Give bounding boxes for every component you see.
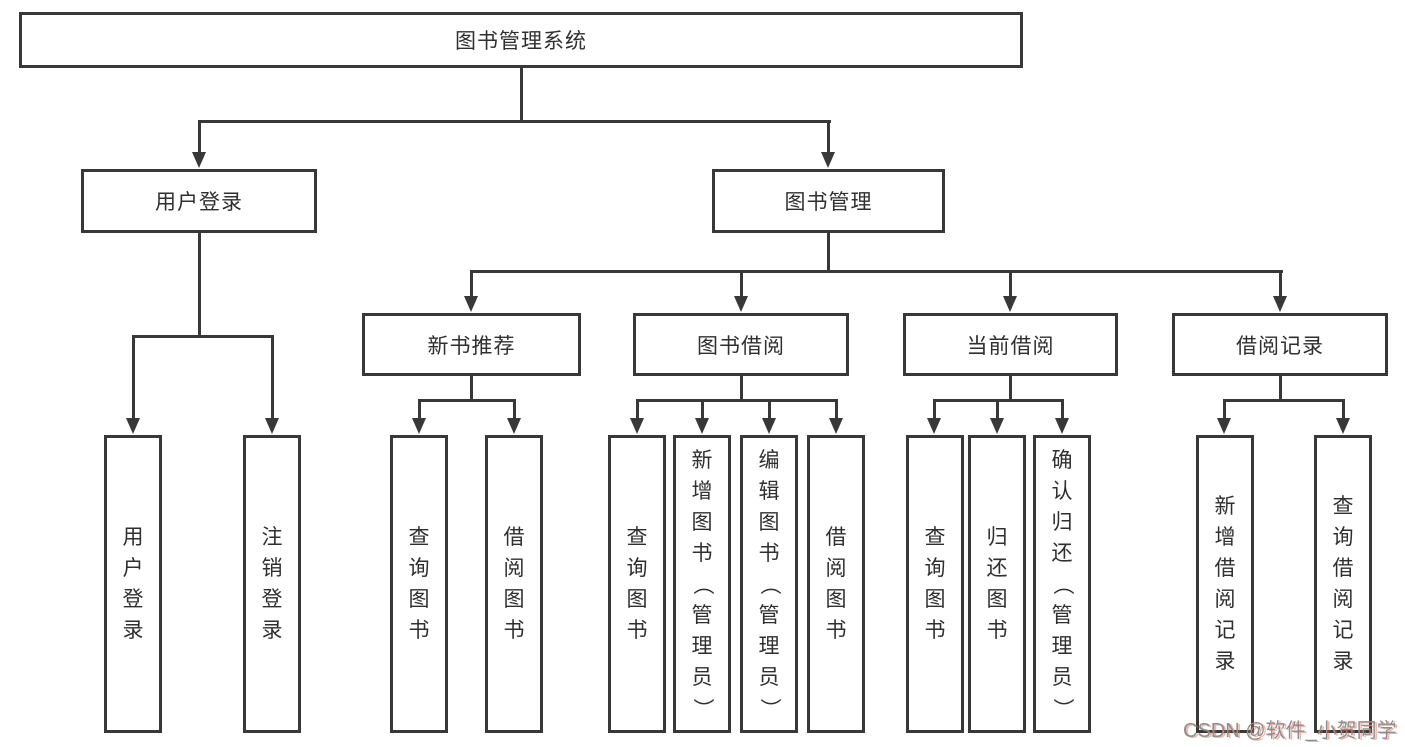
node-borrow-record: 借阅记录 bbox=[1172, 313, 1388, 376]
arrowhead bbox=[630, 418, 644, 434]
leaf-label: 查询图书 bbox=[408, 526, 430, 642]
node-label: 借阅记录 bbox=[1236, 334, 1324, 358]
leaf-query-book-recommend: 查询图书 bbox=[390, 435, 448, 733]
connector-line bbox=[198, 233, 201, 338]
connector-line bbox=[132, 335, 274, 338]
connector-line bbox=[1342, 399, 1345, 420]
leaf-label: 查询图书 bbox=[924, 526, 946, 642]
arrowhead bbox=[734, 296, 748, 312]
connector-line bbox=[740, 270, 743, 298]
arrowhead bbox=[1336, 418, 1350, 434]
connector-line bbox=[198, 120, 831, 123]
leaf-return-book: 归还图书 bbox=[968, 435, 1026, 733]
connector-line bbox=[835, 399, 838, 420]
leaf-confirm-return-admin: 确认归还（管理员） bbox=[1033, 435, 1091, 733]
connector-line bbox=[768, 399, 771, 420]
connector-line bbox=[701, 399, 704, 420]
arrowhead bbox=[1217, 418, 1231, 434]
arrowhead bbox=[829, 418, 843, 434]
connector-line bbox=[470, 270, 1283, 273]
arrowhead bbox=[265, 418, 279, 434]
node-label: 用户登录 bbox=[155, 191, 243, 214]
leaf-label: 归还图书 bbox=[986, 526, 1008, 642]
leaf-logout: 注销登录 bbox=[243, 435, 301, 733]
arrowhead bbox=[821, 152, 835, 168]
arrowhead bbox=[507, 418, 521, 434]
csdn-watermark: CSDN @软件_小贺同学 bbox=[1183, 720, 1397, 742]
connector-line bbox=[933, 399, 936, 420]
connector-line bbox=[132, 335, 135, 419]
arrowhead bbox=[1273, 296, 1287, 312]
leaf-query-borrow-record: 查询借阅记录 bbox=[1314, 435, 1372, 733]
arrowhead bbox=[990, 418, 1004, 434]
connector-line bbox=[1223, 399, 1226, 420]
arrowhead bbox=[126, 418, 140, 434]
leaf-label: 借阅图书 bbox=[503, 526, 525, 642]
connector-line bbox=[1009, 270, 1012, 298]
connector-line bbox=[636, 399, 837, 402]
connector-line bbox=[1279, 376, 1282, 402]
leaf-label: 新增图书（管理员） bbox=[690, 448, 714, 719]
connector-line bbox=[271, 335, 274, 419]
leaf-add-book-admin: 新增图书（管理员） bbox=[673, 435, 731, 733]
node-book-management: 图书管理 bbox=[712, 169, 945, 233]
node-current-borrow: 当前借阅 bbox=[903, 313, 1118, 376]
node-label: 图书借阅 bbox=[697, 334, 785, 358]
node-label: 当前借阅 bbox=[966, 334, 1055, 358]
connector-line bbox=[470, 376, 473, 402]
leaf-label: 查询借阅记录 bbox=[1332, 495, 1354, 673]
connector-line bbox=[996, 399, 999, 420]
connector-line bbox=[827, 120, 830, 154]
arrowhead bbox=[927, 418, 941, 434]
leaf-add-borrow-record: 新增借阅记录 bbox=[1196, 435, 1254, 733]
arrowhead bbox=[192, 152, 206, 168]
connector-line bbox=[740, 376, 743, 402]
connector-line bbox=[1223, 399, 1345, 402]
connector-line bbox=[470, 270, 473, 298]
node-user-login: 用户登录 bbox=[81, 169, 317, 233]
node-book-borrow: 图书借阅 bbox=[633, 313, 849, 376]
connector-line bbox=[1009, 376, 1012, 402]
connector-line bbox=[418, 399, 421, 420]
leaf-label: 注销登录 bbox=[261, 526, 283, 642]
node-root-label: 图书管理系统 bbox=[455, 30, 587, 53]
connector-line bbox=[198, 120, 201, 154]
connector-line bbox=[636, 399, 639, 420]
leaf-label: 查询图书 bbox=[626, 526, 648, 642]
connector-line bbox=[827, 233, 830, 273]
arrowhead bbox=[464, 296, 478, 312]
leaf-label: 借阅图书 bbox=[825, 526, 847, 642]
connector-line bbox=[520, 68, 523, 123]
connector-line bbox=[418, 399, 516, 402]
leaf-edit-book-admin: 编辑图书（管理员） bbox=[740, 435, 798, 733]
node-label: 图书管理 bbox=[784, 191, 873, 214]
connector-line bbox=[513, 399, 516, 420]
leaf-label: 用户登录 bbox=[122, 526, 144, 642]
connector-line bbox=[1061, 399, 1064, 420]
leaf-label: 确认归还（管理员） bbox=[1050, 448, 1074, 719]
leaf-user-login: 用户登录 bbox=[104, 435, 162, 733]
leaf-borrow-book-recommend: 借阅图书 bbox=[485, 435, 543, 733]
arrowhead bbox=[1055, 418, 1069, 434]
leaf-query-book-current: 查询图书 bbox=[906, 435, 964, 733]
leaf-borrow-book: 借阅图书 bbox=[807, 435, 865, 733]
leaf-query-book-borrow: 查询图书 bbox=[608, 435, 666, 733]
leaf-label: 新增借阅记录 bbox=[1214, 495, 1236, 673]
arrowhead bbox=[695, 418, 709, 434]
arrowhead bbox=[762, 418, 776, 434]
connector-line bbox=[1279, 270, 1282, 298]
arrowhead bbox=[412, 418, 426, 434]
node-new-book-recommend: 新书推荐 bbox=[362, 313, 581, 376]
node-label: 新书推荐 bbox=[427, 334, 516, 358]
arrowhead bbox=[1003, 296, 1017, 312]
node-root: 图书管理系统 bbox=[19, 12, 1023, 68]
leaf-label: 编辑图书（管理员） bbox=[757, 448, 781, 719]
